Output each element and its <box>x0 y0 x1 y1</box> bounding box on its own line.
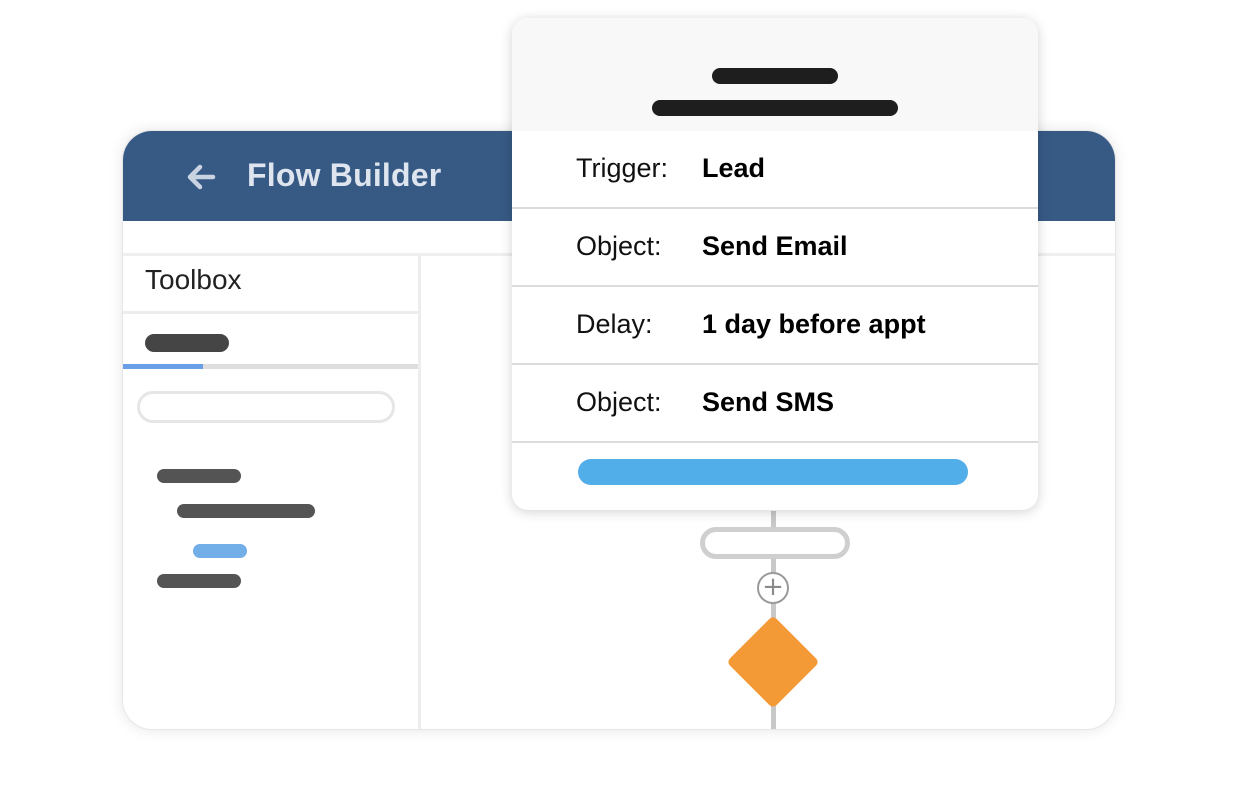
active-tab-indicator[interactable] <box>123 364 203 369</box>
tree-item[interactable] <box>157 574 241 588</box>
row-label: Trigger: <box>576 153 669 183</box>
tab-bar <box>123 364 418 369</box>
row-label: Delay: <box>576 309 653 339</box>
tab-label[interactable] <box>145 334 229 352</box>
toolbox-title: Toolbox <box>145 264 242 295</box>
detail-row-trigger: Trigger: Lead <box>512 131 1038 209</box>
add-step-plus-icon[interactable]: + <box>757 572 789 604</box>
card-header <box>512 18 1038 131</box>
flow-detail-card: Trigger: Lead Object: Send Email Delay: … <box>512 18 1038 510</box>
row-value: Send SMS <box>702 387 835 417</box>
arrow-left-icon[interactable] <box>183 159 219 195</box>
tree-item-selected[interactable] <box>193 544 247 558</box>
row-value: Lead <box>702 153 766 183</box>
card-title-placeholder <box>712 68 838 84</box>
row-value: Send Email <box>702 231 848 261</box>
toolbox-sidebar: Toolbox <box>123 256 421 729</box>
row-label: Object: <box>576 387 662 417</box>
flow-node[interactable] <box>700 527 850 559</box>
tree-item[interactable] <box>177 504 315 518</box>
tree-item[interactable] <box>157 469 241 483</box>
row-label: Object: <box>576 231 662 261</box>
divider <box>123 311 418 314</box>
search-input[interactable] <box>137 391 395 423</box>
card-subtitle-placeholder <box>652 100 898 116</box>
page-title: Flow Builder <box>247 157 442 193</box>
detail-row-object: Object: Send Email <box>512 209 1038 287</box>
detail-row-object: Object: Send SMS <box>512 365 1038 443</box>
detail-row-delay: Delay: 1 day before appt <box>512 287 1038 365</box>
card-action-button[interactable] <box>578 459 968 485</box>
row-value: 1 day before appt <box>702 309 926 339</box>
